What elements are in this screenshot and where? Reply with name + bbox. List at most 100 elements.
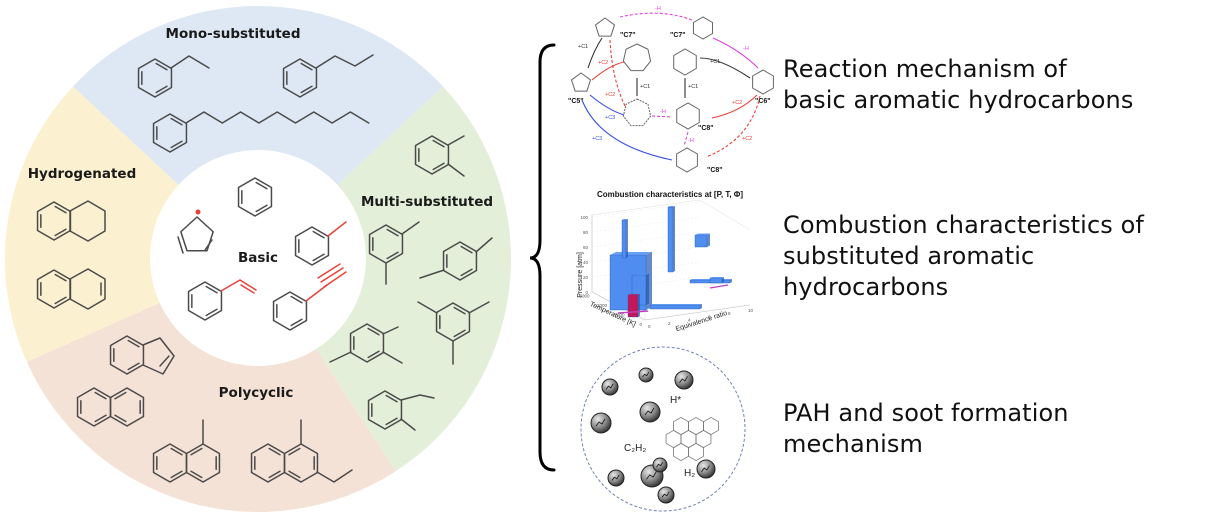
c5-ring bbox=[570, 72, 592, 92]
panel-text-line: substituted aromatic bbox=[783, 242, 1035, 270]
molecule-structures bbox=[36, 54, 493, 483]
label-c7b: "C7" bbox=[670, 32, 686, 39]
arrow-c5-to-c8 bbox=[581, 99, 673, 161]
combustion-characteristics-3d-chart: Combustion characteristics at [P, T, Φ] … bbox=[577, 190, 754, 333]
y-tick-label: 2 bbox=[668, 321, 671, 326]
panel-text-soot: PAH and soot formation mechanism bbox=[783, 398, 1069, 460]
data-bar-tall-2 bbox=[667, 206, 674, 273]
x-tick-label: 1000 bbox=[614, 313, 625, 318]
panel-text-combustion: Combustion characteristics of substitute… bbox=[783, 210, 1144, 303]
arrow-c5-to-methylcp bbox=[587, 37, 603, 69]
label-plus-c3: +C3 bbox=[605, 115, 615, 121]
radical-dot bbox=[195, 209, 201, 215]
data-bar-tall-2-side bbox=[673, 206, 675, 272]
soot-particle bbox=[607, 469, 625, 487]
benzene-ring bbox=[692, 16, 714, 40]
data-bar-red-side bbox=[638, 294, 640, 317]
y-axis-label: Equivalence ratio bbox=[675, 310, 728, 333]
data-bar-large-top bbox=[610, 252, 652, 255]
phenyl-ring bbox=[752, 69, 774, 95]
data-bar-small bbox=[709, 277, 723, 284]
bond bbox=[382, 326, 399, 335]
bond bbox=[400, 394, 435, 401]
bond bbox=[323, 271, 347, 288]
z-tick-label: 80 bbox=[583, 230, 589, 235]
cyclopentadienyl-molecule bbox=[177, 209, 214, 254]
soot-particle bbox=[652, 457, 668, 473]
x-tick-label: 3000 bbox=[579, 294, 590, 299]
y-tick-label: 8 bbox=[728, 311, 731, 316]
tetralin-molecule bbox=[36, 200, 106, 242]
data-bar-small-side bbox=[722, 277, 724, 283]
arrow-benzene-to-phenyl bbox=[712, 37, 759, 69]
arrow-phenyl-to-c8 bbox=[705, 95, 761, 158]
label-c5: "C5" bbox=[568, 98, 584, 105]
basic-molecules bbox=[177, 177, 347, 331]
bond bbox=[468, 301, 490, 314]
z-axis-label: Pressure [atm] bbox=[577, 252, 584, 298]
data-bar-flat bbox=[649, 304, 701, 310]
z-gridline bbox=[591, 231, 701, 248]
toluene-molecule bbox=[294, 221, 347, 266]
label-plus-c2: +C2 bbox=[598, 60, 608, 66]
1,2,4-trimethylbenzene-molecule bbox=[329, 323, 403, 364]
y-tick-label: 6 bbox=[708, 314, 711, 319]
bond bbox=[447, 135, 465, 146]
mono-substituted-molecules bbox=[137, 54, 374, 153]
bond bbox=[185, 111, 370, 124]
label-plus-c2d: +C2 bbox=[742, 136, 752, 142]
gridline bbox=[591, 199, 701, 216]
species-h-radical: H* bbox=[670, 395, 681, 406]
methylethylnaphthalene-molecule bbox=[250, 419, 353, 483]
segment-label-polycyclic: Polycyclic bbox=[219, 385, 294, 401]
decylbenzene-molecule bbox=[152, 111, 370, 153]
bond bbox=[240, 284, 255, 294]
label-plus-c1c: +C1 bbox=[640, 84, 650, 90]
label-plus-c2c: +C2 bbox=[732, 100, 742, 106]
panel-text-mechanism: Reaction mechanism of basic aromatic hyd… bbox=[783, 54, 1133, 116]
bond bbox=[315, 54, 374, 69]
data-bar-square bbox=[694, 234, 708, 248]
styrene-ring bbox=[676, 102, 700, 130]
segment-label-hydrogenated: Hydrogenated bbox=[28, 166, 137, 182]
benzene-molecule bbox=[237, 177, 273, 217]
y-tick-label: 10 bbox=[748, 308, 754, 313]
data-line-magenta bbox=[709, 284, 729, 289]
phenylacetylene-ring bbox=[676, 147, 698, 173]
benzene-ring bbox=[109, 387, 145, 427]
pah-molecule bbox=[665, 416, 719, 462]
benzyl-ring bbox=[673, 48, 697, 76]
arrow-h-loss bbox=[619, 12, 693, 21]
data-bar-tall-2-top bbox=[668, 206, 675, 207]
z-tick-label: 100 bbox=[580, 215, 588, 220]
polycyclic-molecules bbox=[76, 335, 353, 483]
label-plus-c3b: +C3 bbox=[592, 136, 602, 142]
bond bbox=[382, 351, 403, 364]
data-bar-flat-top bbox=[650, 304, 702, 305]
bond bbox=[417, 301, 438, 314]
tropyl-ring bbox=[622, 98, 652, 127]
panel-text-line: basic aromatic hydrocarbons bbox=[783, 86, 1134, 114]
bond bbox=[159, 355, 170, 367]
bond bbox=[419, 269, 445, 279]
species-hydrogen: H₂ bbox=[684, 468, 695, 479]
bond bbox=[317, 263, 341, 279]
curly-brace bbox=[529, 43, 556, 472]
m-xylene-molecule bbox=[368, 221, 420, 285]
z-gridline bbox=[591, 201, 701, 218]
label-plus-c1d: +C1 bbox=[688, 84, 698, 90]
soot-particle bbox=[590, 412, 612, 434]
center-label-basic: Basic bbox=[238, 250, 278, 266]
soot-particle bbox=[638, 367, 654, 383]
bond bbox=[475, 237, 493, 253]
label-h2: -H bbox=[743, 46, 749, 52]
pah-ring bbox=[688, 442, 704, 462]
methyl-bond bbox=[327, 221, 347, 237]
z-tick-label: 60 bbox=[583, 245, 589, 250]
bond bbox=[401, 221, 420, 235]
arrow-methylcp-to-tropyl bbox=[609, 39, 627, 109]
bond bbox=[320, 267, 344, 283]
ethylbenzene-molecule bbox=[137, 55, 210, 98]
species-acetylene: C₂H₂ bbox=[624, 443, 646, 454]
y-axis-line bbox=[644, 304, 751, 321]
